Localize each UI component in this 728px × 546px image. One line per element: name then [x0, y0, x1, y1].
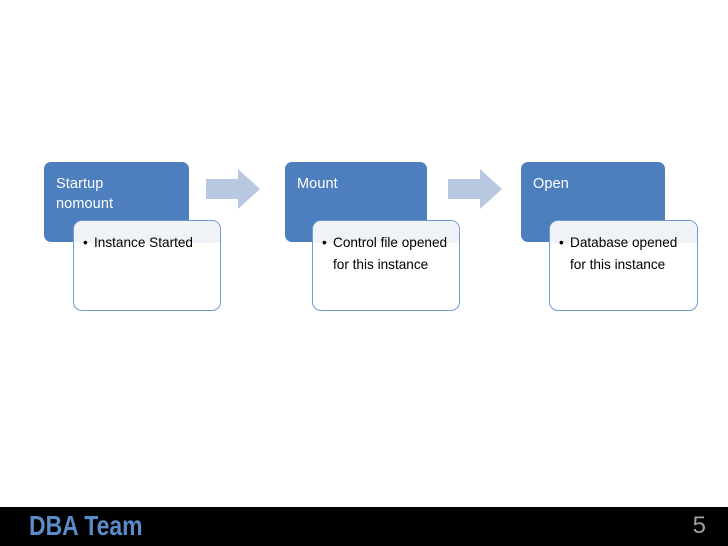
- page-number: 5: [692, 512, 706, 539]
- stage-2-body: Control file opened for this instance: [312, 220, 460, 311]
- stage-1-bullet-list: Instance Started: [74, 221, 220, 254]
- list-item: Control file opened for this instance: [322, 232, 453, 275]
- slide-footer: DBA Team 5: [0, 507, 728, 546]
- stage-2-bullet-list: Control file opened for this instance: [313, 221, 459, 275]
- list-item: Database opened for this instance: [559, 232, 691, 275]
- right-arrow-icon: [448, 169, 502, 209]
- footer-title: DBA Team: [29, 510, 143, 541]
- stage-3-body: Database opened for this instance: [549, 220, 698, 311]
- stage-3-bullet-list: Database opened for this instance: [550, 221, 697, 275]
- list-item: Instance Started: [83, 232, 214, 254]
- right-arrow-icon: [206, 169, 260, 209]
- stage-1-body: Instance Started: [73, 220, 221, 311]
